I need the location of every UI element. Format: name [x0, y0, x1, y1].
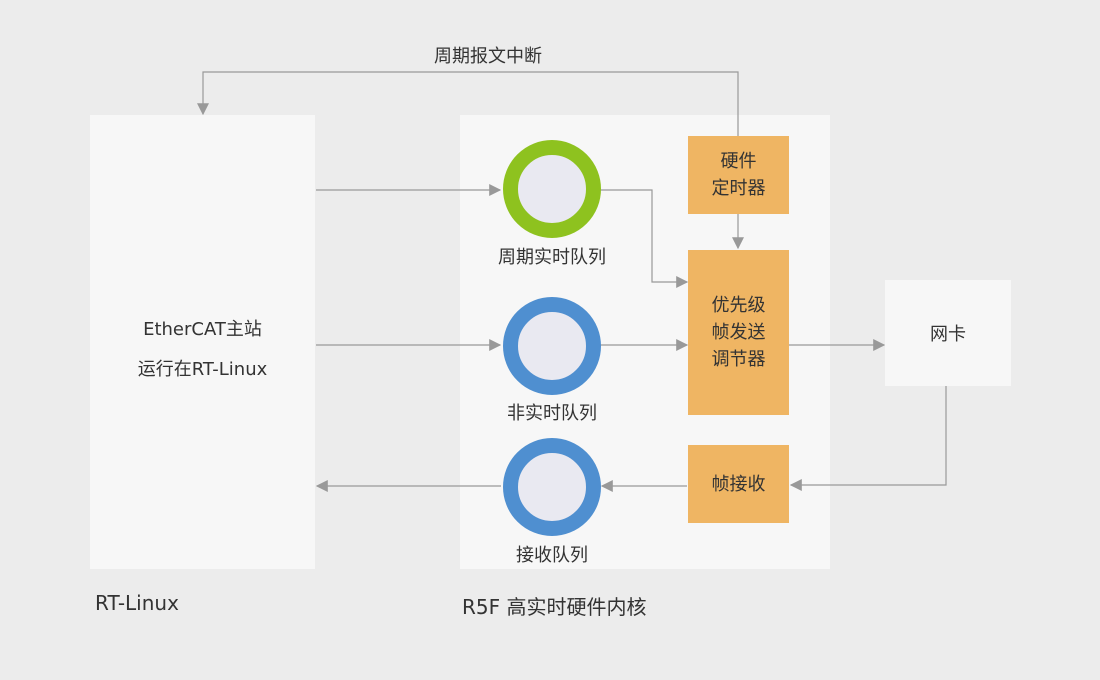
receive-queue-label: 接收队列: [516, 545, 588, 566]
nonrt-queue-label: 非实时队列: [507, 403, 597, 424]
frame-receive-box: 帧接收: [688, 445, 789, 523]
scheduler-line2: 帧发送: [711, 322, 766, 343]
frame-scheduler-box: 优先级 帧发送 调节器: [688, 250, 789, 415]
periodic-queue-to-scheduler-arrow: [600, 189, 689, 288]
frame-receive-label: 帧接收: [711, 473, 766, 495]
rt-linux-caption: RT-Linux: [95, 591, 179, 615]
hardware-timer-line1: 硬件: [720, 151, 757, 172]
nic-to-frame-receive-arrow: [789, 386, 947, 491]
ethercat-master-label: EtherCAT主站: [143, 319, 262, 340]
periodic-queue-label: 周期实时队列: [498, 247, 606, 268]
rt-linux-panel: [90, 115, 315, 569]
nic-box: 网卡: [885, 280, 1011, 386]
receive-queue-ring: [503, 438, 601, 536]
hardware-timer-box: 硬件 定时器: [688, 136, 789, 214]
scheduler-line1: 优先级: [711, 295, 766, 316]
interrupt-feedback-line: [197, 71, 739, 136]
nonrt-queue-ring: [503, 297, 601, 395]
scheduler-line3: 调节器: [711, 349, 766, 370]
hardware-timer-line2: 定时器: [711, 178, 766, 199]
periodic-interrupt-label: 周期报文中断: [434, 46, 542, 67]
nic-label: 网卡: [930, 324, 966, 345]
periodic-queue-ring: [503, 140, 601, 238]
r5f-caption: R5F 高实时硬件内核: [462, 595, 647, 619]
runs-on-rt-linux-label: 运行在RT-Linux: [137, 359, 268, 380]
